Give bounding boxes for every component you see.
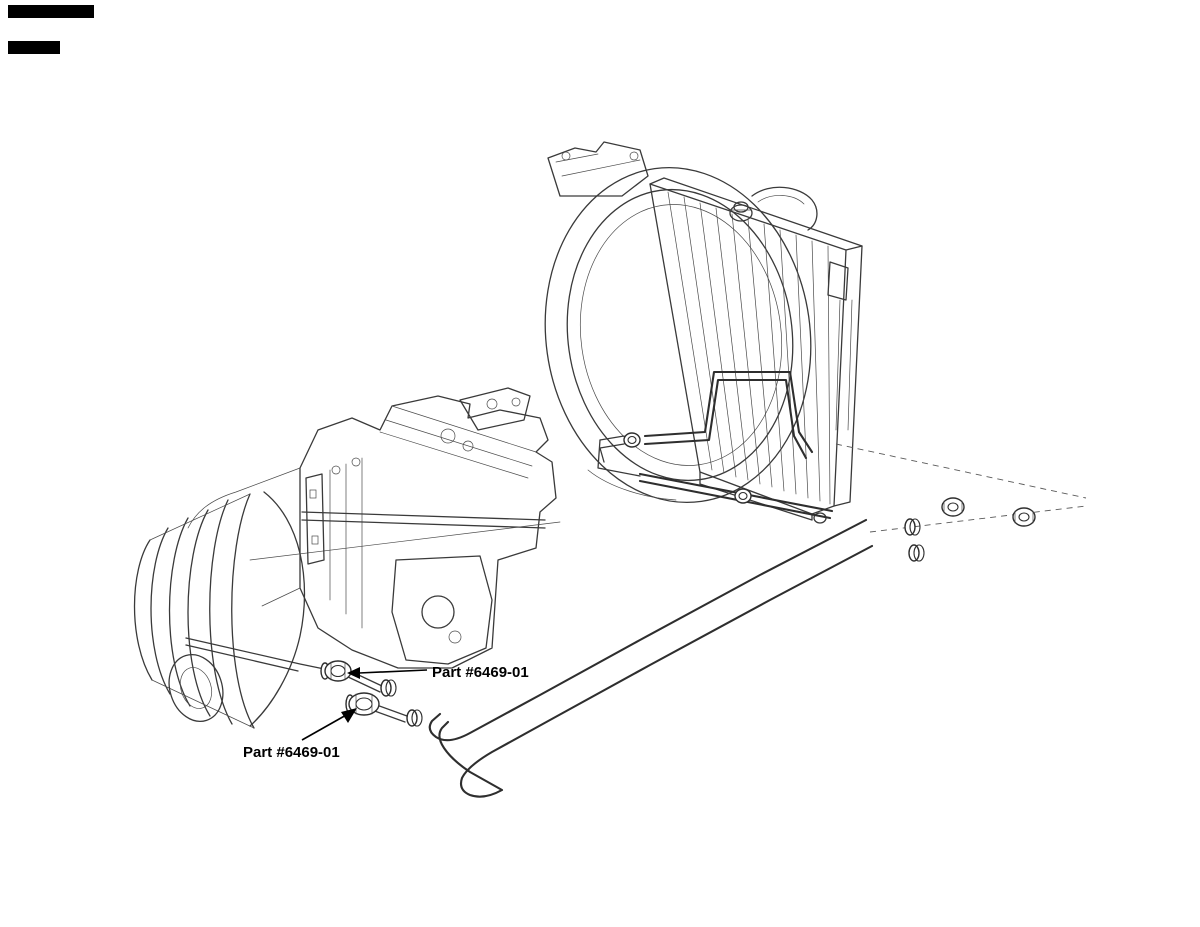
output-flange xyxy=(168,654,224,722)
tube-fittings-right xyxy=(835,443,1087,562)
redaction-mark-2 xyxy=(8,41,60,54)
annotation-arrowhead xyxy=(341,708,357,723)
annotation-arrowhead xyxy=(347,667,360,679)
line-fitting xyxy=(623,432,641,448)
lower-cooler-line xyxy=(638,472,834,520)
tube-washer-lower xyxy=(406,709,423,727)
annotation-arrow xyxy=(301,713,349,741)
transmission-line-fitting-lower xyxy=(345,692,380,716)
part-annotation-upper: Part #6469-01 xyxy=(347,664,529,681)
tube-washer xyxy=(908,544,925,562)
tube-nut-fitting xyxy=(941,497,965,517)
radiator-cap xyxy=(729,201,753,222)
part-annotation-lower: Part #6469-01 xyxy=(243,708,357,761)
transmission-line-fitting-upper xyxy=(320,660,352,682)
tube-washer-upper xyxy=(380,679,397,697)
tube-washer xyxy=(904,518,921,536)
redaction-marks xyxy=(8,5,94,54)
annotation-arrow xyxy=(358,669,428,674)
line-fitting xyxy=(734,488,752,504)
tube-nut-fitting xyxy=(1012,507,1036,527)
part-label-upper: Part #6469-01 xyxy=(432,664,529,681)
part-label-lower: Part #6469-01 xyxy=(243,744,340,761)
radiator-assembly xyxy=(649,177,863,524)
long-cooler-tubes xyxy=(345,518,874,798)
redaction-mark-1 xyxy=(8,5,94,18)
engine-transmission-assembly xyxy=(133,387,561,729)
upper-cooler-line-loop xyxy=(597,370,814,477)
